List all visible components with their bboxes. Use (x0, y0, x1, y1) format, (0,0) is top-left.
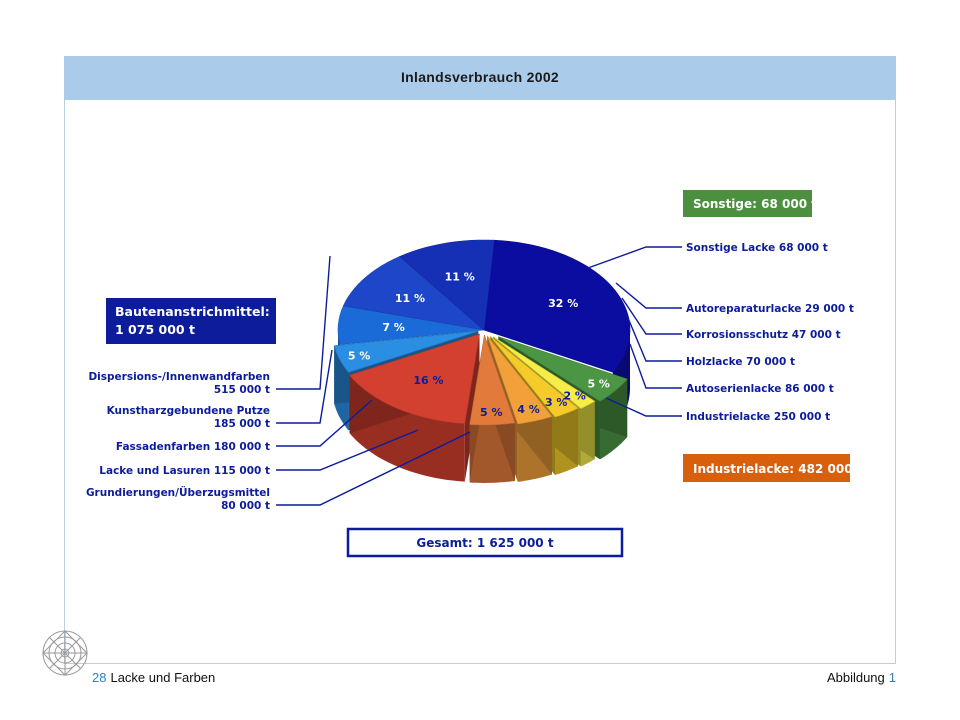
percent-label: 16 % (413, 374, 443, 387)
percent-label: 11 % (445, 270, 475, 283)
percent-label: 5 % (480, 406, 503, 419)
slice-label-line: 185 000 t (214, 418, 270, 430)
leader-lines (276, 246, 682, 506)
percent-label: 7 % (382, 321, 405, 334)
bauten-box-value: 1 075 000 t (115, 322, 195, 337)
gesamt-box: Gesamt: 1 625 000 t (346, 527, 624, 558)
slice-top (399, 239, 495, 331)
leader-line (587, 246, 682, 269)
figure-number: 1 (888, 670, 896, 685)
slice-top (337, 305, 485, 345)
pie-layer (333, 239, 631, 483)
slice-label-line: Autoserienlacke 86 000 t (686, 383, 834, 395)
percent-label: 4 % (517, 403, 540, 416)
leader-line (627, 317, 682, 362)
leader-line (276, 429, 419, 471)
slice-label: Autoreparaturlacke 29 000 t (686, 303, 854, 315)
leader-line (276, 255, 331, 390)
slice-label-line: Grundierungen/Überzugsmittel (86, 485, 270, 499)
figure-label: Abbildung (826, 670, 885, 685)
slice-label-line: Autoreparaturlacke 29 000 t (686, 303, 854, 315)
percent-label: 32 % (548, 297, 578, 310)
sonstige-box-label: Sonstige: 68 000 t (693, 197, 817, 211)
leader-line (605, 397, 682, 417)
percent-labels: 32 %5 %2 %3 %4 %5 %16 %5 %7 %11 %11 % (348, 270, 610, 419)
slice-label-line: Fassadenfarben 180 000 t (116, 441, 270, 453)
slice-top (342, 256, 486, 331)
slice-top (487, 335, 553, 425)
slice-label-line: Korrosionsschutz 47 000 t (686, 329, 841, 341)
leader-line (615, 282, 682, 309)
slice-label-line: Dispersions-/Innenwandfarben (88, 371, 270, 383)
industrie-box: Industrielacke: 482 000 t (683, 454, 863, 482)
bauten-box: Bautenanstrichmittel: 1 075 000 t (106, 298, 276, 344)
leader-line (276, 399, 373, 447)
bauten-box-label: Bautenanstrichmittel: (115, 304, 270, 319)
industrie-box-label: Industrielacke: 482 000 t (693, 462, 863, 476)
percent-label: 11 % (395, 292, 425, 305)
figure-frame (64, 56, 896, 664)
gesamt-box-label: Gesamt: 1 625 000 t (416, 536, 553, 550)
slice-top (333, 330, 479, 373)
slice-top (469, 334, 516, 426)
figure-header: Inlandsverbrauch 2002 (64, 56, 896, 100)
slice-label: Sonstige Lacke 68 000 t (686, 242, 828, 254)
slice-top (349, 333, 480, 424)
leader-line (276, 349, 333, 424)
leader-line (276, 431, 471, 506)
slice-label: Autoserienlacke 86 000 t (686, 383, 834, 395)
sonstige-box: Sonstige: 68 000 t (683, 190, 817, 217)
slice-label: Fassadenfarben 180 000 t (116, 441, 270, 453)
publisher-logo-icon (42, 630, 88, 676)
slice-label: Industrielacke 250 000 t (686, 411, 830, 423)
percent-label: 5 % (348, 349, 371, 362)
figure-title: Inlandsverbrauch 2002 (400, 69, 560, 85)
slice-label-line: Industrielacke 250 000 t (686, 411, 830, 423)
page-number: 28 (92, 670, 107, 685)
section-title: Lacke und Farben (110, 670, 216, 685)
slice-label-line: Kunstharzgebundene Putze (107, 405, 270, 417)
slice-top (498, 336, 628, 402)
slice-label-line: Holzlacke 70 000 t (686, 356, 795, 368)
slice-label-line: 80 000 t (221, 500, 270, 512)
percent-label: 5 % (587, 377, 610, 390)
slice-top (490, 336, 579, 418)
leader-line (629, 343, 682, 389)
percent-label: 2 % (563, 389, 586, 402)
slice-label-line: 515 000 t (214, 384, 270, 396)
slice-label-line: Lacke und Lasuren 115 000 t (99, 465, 270, 477)
slice-top (492, 336, 596, 409)
slice-label: Korrosionsschutz 47 000 t (686, 329, 841, 341)
slice-label: Holzlacke 70 000 t (686, 356, 795, 368)
percent-label: 3 % (545, 396, 568, 409)
slice-label: Lacke und Lasuren 115 000 t (99, 465, 270, 477)
leader-line (621, 297, 682, 335)
slice-top (483, 239, 631, 373)
slice-label-line: Sonstige Lacke 68 000 t (686, 242, 828, 254)
